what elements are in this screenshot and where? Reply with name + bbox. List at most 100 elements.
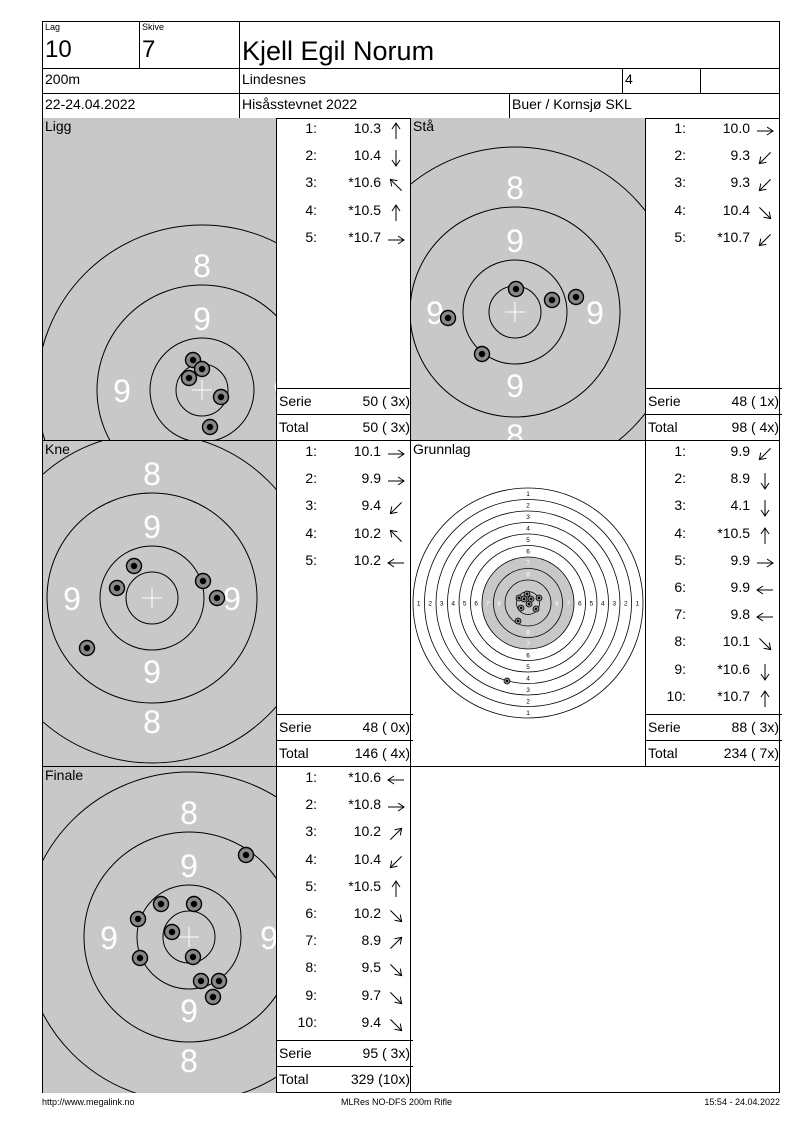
shot-hole-icon — [514, 617, 522, 625]
shot-value: *10.5 — [717, 524, 750, 541]
shot-row: 2:10.4 — [277, 147, 413, 168]
shot-value: *10.6 — [717, 660, 750, 677]
direction-arrow-icon — [758, 179, 772, 192]
event: Hisåsstevnet 2022 — [242, 96, 358, 112]
class-extra-cell — [700, 68, 780, 94]
shot-value: 9.5 — [361, 959, 381, 976]
shot-hole-icon — [131, 949, 149, 967]
direction-arrow-icon — [760, 526, 770, 544]
shot-number: 5: — [305, 228, 317, 245]
shot-number: 3: — [674, 497, 686, 514]
shot-hole-icon — [515, 594, 523, 602]
grid-divider — [645, 118, 646, 767]
shooter-name: Kjell Egil Norum — [242, 36, 435, 66]
sta-total-label: Total — [648, 419, 678, 435]
ring-number-label: 6 — [578, 601, 582, 608]
direction-arrow-icon — [760, 473, 770, 491]
shot-row: 1:10.1 — [277, 443, 413, 463]
grid-divider — [42, 766, 780, 767]
ring-number-label: 8 — [555, 601, 559, 608]
direction-arrow-icon — [388, 235, 405, 245]
venue-cell: Buer / Kornsjø SKL — [509, 93, 780, 119]
shot-value: 10.2 — [353, 551, 381, 568]
shot-row: 6:9.9 — [646, 579, 782, 599]
finale-total-label: Total — [279, 1071, 309, 1087]
direction-arrow-icon — [391, 122, 401, 139]
finale-serie-value: 95 ( 3x) — [362, 1045, 410, 1061]
shot-number: 2: — [305, 147, 317, 164]
shot-number: 10: — [666, 687, 686, 704]
ring-number-label: 8 — [526, 629, 530, 636]
shot-value: *10.8 — [348, 796, 381, 813]
direction-arrow-icon — [389, 502, 403, 515]
shot-row: 5:*10.7 — [646, 229, 782, 249]
shot-number: 8: — [674, 633, 686, 650]
shot-value: 8.9 — [361, 932, 381, 949]
shot-row: 4:10.4 — [646, 202, 782, 222]
shot-hole-icon — [543, 291, 561, 309]
grunnlag-total-label: Total — [648, 745, 678, 761]
grid-divider — [42, 440, 780, 441]
shot-row: 8: 10.1 — [646, 633, 782, 653]
direction-arrow-icon — [389, 828, 403, 841]
ring-number-label: 1 — [526, 491, 530, 498]
shot-row: 10:*10.7 — [646, 688, 782, 708]
ring-number-label: 9 — [506, 368, 524, 404]
shot-number: 7: — [674, 606, 686, 623]
shot-value: 9.3 — [730, 174, 750, 191]
shot-row: 5:*10.7 — [277, 229, 413, 249]
shot-value: 9.9 — [730, 551, 750, 568]
direction-arrow-icon — [757, 126, 774, 136]
shot-value: 10.1 — [722, 633, 750, 650]
shot-value: 9.7 — [361, 986, 381, 1003]
shot-hole-icon — [567, 288, 585, 306]
ring-number-label: 8 — [180, 1043, 198, 1079]
shot-value: 10.4 — [353, 850, 381, 867]
shot-value: 10.0 — [722, 120, 750, 136]
skive-label: Skive — [142, 22, 165, 32]
shot-hole-icon — [535, 594, 543, 602]
ring-number-label: 1 — [635, 601, 639, 608]
shot-hole-icon — [527, 595, 535, 603]
kne-serie-row: Serie 48 ( 0x) — [277, 714, 413, 740]
shot-row: 1:9.9 — [646, 443, 782, 463]
shot-row: 10:9.4 — [277, 1014, 413, 1034]
direction-arrow-icon — [760, 500, 770, 518]
shot-number: 3: — [305, 823, 317, 840]
sta-serie-row: Serie 48 ( 1x) — [646, 388, 782, 414]
sta-serie-value: 48 ( 1x) — [731, 393, 779, 409]
lag-value: 10 — [45, 36, 72, 63]
shot-value: *10.5 — [348, 201, 381, 218]
direction-arrow-icon — [389, 909, 403, 923]
shot-number: 3: — [305, 174, 317, 191]
ring-number-label: 9 — [586, 295, 604, 331]
skive-value: 7 — [142, 36, 156, 63]
shot-value: *10.5 — [348, 877, 381, 894]
shot-number: 5: — [674, 228, 686, 245]
ring-number-label: 3 — [440, 601, 444, 608]
direction-arrow-icon — [756, 612, 773, 622]
shot-number: 4: — [305, 201, 317, 218]
ring-number-label: 9 — [273, 373, 276, 409]
shot-row: 4:10.4 — [277, 851, 413, 871]
shot-row: 1:10.0 — [646, 120, 782, 140]
direction-arrow-icon — [391, 879, 401, 897]
shot-number: 5: — [305, 551, 317, 568]
venue: Buer / Kornsjø SKL — [512, 96, 632, 112]
ligg-title: Ligg — [45, 118, 72, 134]
shot-row: 9:9.7 — [277, 987, 413, 1007]
sta-serie-label: Serie — [648, 393, 681, 409]
ligg-serie-row: Serie 50 ( 3x) — [277, 388, 413, 414]
shot-row: 3:10.2 — [277, 823, 413, 843]
shot-number: 1: — [305, 769, 317, 785]
ring-number-label: 9 — [426, 295, 444, 331]
shot-row: 1:10.3 — [277, 120, 413, 140]
grunnlag-total-value: 234 ( 7x) — [723, 745, 779, 761]
date: 22-24.04.2022 — [45, 96, 136, 112]
shot-row: 9:*10.6 — [646, 661, 782, 681]
